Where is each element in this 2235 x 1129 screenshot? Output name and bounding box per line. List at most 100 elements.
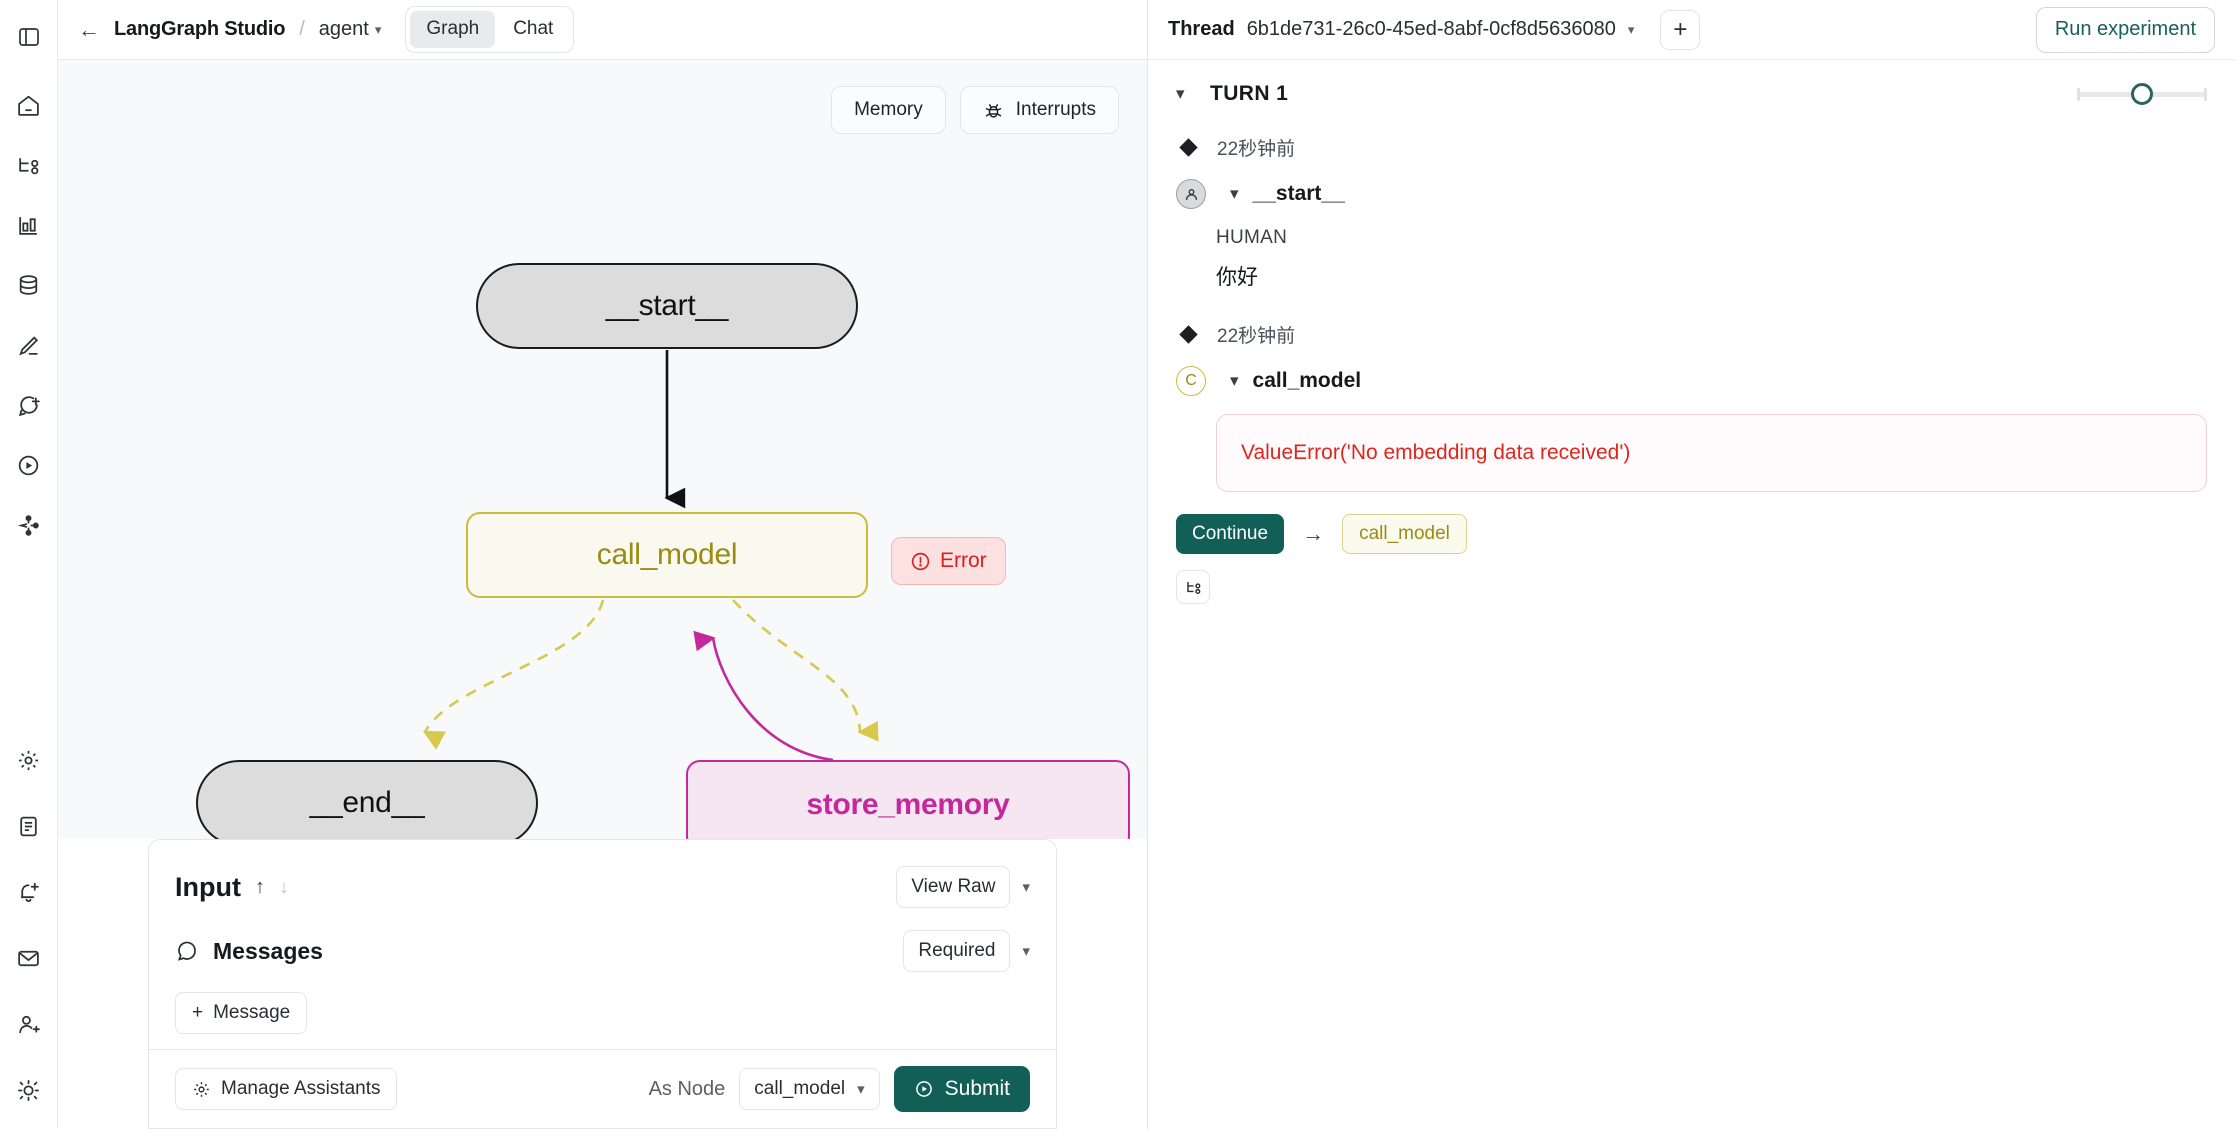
arrow-left-icon[interactable]: ← (78, 16, 100, 42)
target-node-chip[interactable]: call_model (1342, 514, 1467, 554)
as-node-label: As Node (648, 1077, 726, 1100)
chat-plus-icon[interactable] (8, 384, 50, 426)
add-message-button[interactable]: + Message (175, 992, 308, 1034)
messages-label: Messages (213, 937, 323, 964)
thread-body: ▾ TURN 1 22秒钟前 (1148, 60, 2235, 1129)
panel-toggle-icon[interactable] (8, 16, 50, 58)
event-node-row: C ▾ call_model (1176, 348, 2207, 396)
graph-node-end[interactable]: __end__ (196, 760, 538, 839)
turn-slider[interactable] (2077, 83, 2207, 105)
arrow-right-icon: → (1302, 521, 1325, 546)
graph-node-store-memory[interactable]: store_memory (686, 760, 1130, 839)
envelope-icon[interactable] (8, 937, 50, 979)
sun-icon[interactable] (8, 1069, 50, 1111)
play-circle-icon[interactable] (8, 444, 50, 486)
new-thread-button[interactable]: + (1660, 9, 1701, 50)
thread-actions: Continue → call_model (1176, 492, 2207, 554)
chevron-down-icon[interactable]: ▾ (1230, 184, 1239, 203)
graph-node-call-model-label: call_model (596, 538, 738, 571)
input-title: Input (175, 871, 241, 902)
input-panel: Input ↑ ↓ View Raw ▾ Messages Required ▾ (148, 839, 1057, 1129)
submit-label: Submit (944, 1077, 1010, 1100)
bell-plus-icon[interactable] (8, 871, 50, 913)
alert-circle-icon (910, 551, 931, 572)
chevron-down-icon[interactable]: ▾ (1176, 84, 1185, 103)
add-message-label: Message (213, 1002, 291, 1023)
assistant-name: agent (318, 18, 369, 40)
play-circle-icon (914, 1079, 934, 1099)
arrow-down-icon[interactable]: ↓ (278, 875, 289, 898)
message-kind-label: HUMAN (1216, 227, 1288, 248)
fork-row (1176, 554, 2207, 604)
manage-assistants-label: Manage Assistants (221, 1078, 381, 1099)
plus-icon: + (192, 1002, 204, 1023)
submit-button[interactable]: Submit (893, 1066, 1030, 1112)
graph-toolbar: Memory Interrupts (831, 86, 1119, 134)
graph-node-store-memory-label: store_memory (806, 788, 1010, 821)
user-plus-icon[interactable] (8, 1003, 50, 1045)
rail-bottom-group (8, 739, 50, 1129)
event-node-name: __start__ (1252, 182, 1345, 205)
node-badge-icon: C (1176, 366, 1206, 396)
status-badge[interactable]: Error (891, 537, 1006, 585)
messages-section-header: Messages Required ▾ (149, 908, 1056, 972)
diamond-icon (1179, 325, 1198, 344)
input-panel-footer: Manage Assistants As Node call_model ▾ S… (149, 1049, 1056, 1128)
bug-icon (983, 100, 1004, 121)
continue-button[interactable]: Continue (1176, 514, 1285, 554)
manage-assistants-button[interactable]: Manage Assistants (175, 1068, 398, 1110)
thread-panel: Thread 6b1de731-26c0-45ed-8abf-0cf8d5636… (1148, 0, 2235, 1129)
tab-chat[interactable]: Chat (513, 18, 554, 40)
memory-button[interactable]: Memory (831, 86, 946, 134)
page-title: LangGraph Studio (114, 18, 286, 40)
interrupts-button[interactable]: Interrupts (959, 86, 1119, 134)
chevron-down-icon: ▾ (857, 1081, 865, 1098)
event-timestamp: 22秒钟前 (1217, 326, 1296, 347)
chevron-down-icon[interactable]: ▾ (1230, 371, 1239, 390)
chat-bubble-icon (175, 939, 199, 963)
bar-chart-icon[interactable] (8, 204, 50, 246)
event-timestamp-row: 22秒钟前 (1176, 112, 2207, 161)
graph-node-start-label: __start__ (605, 289, 729, 322)
turn-title: TURN 1 (1210, 82, 1289, 105)
home-icon[interactable] (8, 84, 50, 126)
message-text: 你好 (1216, 266, 1258, 289)
chevron-down-icon[interactable]: ▾ (1627, 21, 1635, 37)
thread-id: 6b1de731-26c0-45ed-8abf-0cf8d5636080 (1246, 18, 1616, 40)
run-experiment-button[interactable]: Run experiment (2035, 6, 2215, 53)
graph-node-start[interactable]: __start__ (476, 263, 858, 349)
thread-header: Thread 6b1de731-26c0-45ed-8abf-0cf8d5636… (1148, 0, 2235, 60)
view-raw-button[interactable]: View Raw (896, 866, 1011, 908)
chevron-down-icon[interactable]: ▾ (1022, 943, 1030, 960)
add-message-row: + Message (149, 972, 1056, 1034)
turn-header: ▾ TURN 1 (1176, 60, 2207, 112)
fork-branch-icon[interactable] (1176, 570, 1210, 604)
pencil-icon[interactable] (8, 324, 50, 366)
graph-canvas[interactable]: Memory Interrupts (58, 60, 1147, 839)
gear-icon (192, 1080, 211, 1099)
graph-edges (422, 350, 879, 762)
share-network-icon[interactable] (8, 504, 50, 546)
gear-icon[interactable] (8, 739, 50, 781)
as-node-select[interactable]: call_model ▾ (739, 1068, 880, 1110)
arrow-up-icon[interactable]: ↑ (254, 875, 265, 898)
event-node-name: call_model (1252, 369, 1362, 392)
view-tabs: Graph Chat (405, 6, 575, 53)
error-message-box: ValueError('No embedding data received') (1216, 414, 2207, 492)
database-icon[interactable] (8, 264, 50, 306)
slider-thumb[interactable] (2131, 83, 2153, 105)
assistant-selector[interactable]: agent ▾ (319, 18, 382, 41)
tab-graph[interactable]: Graph (410, 11, 496, 48)
input-panel-header: Input ↑ ↓ View Raw ▾ (149, 840, 1056, 908)
memory-button-label: Memory (854, 99, 923, 120)
graph-node-end-label: __end__ (309, 786, 425, 819)
required-badge[interactable]: Required (903, 930, 1011, 972)
left-rail (0, 0, 58, 1129)
top-breadcrumb-bar: ← LangGraph Studio / agent ▾ Graph Chat (58, 0, 1147, 60)
graph-tree-icon[interactable] (8, 144, 50, 186)
document-icon[interactable] (8, 805, 50, 847)
graph-node-call-model[interactable]: call_model (466, 512, 868, 598)
diamond-icon (1179, 138, 1198, 157)
chevron-down-icon[interactable]: ▾ (1022, 879, 1030, 896)
